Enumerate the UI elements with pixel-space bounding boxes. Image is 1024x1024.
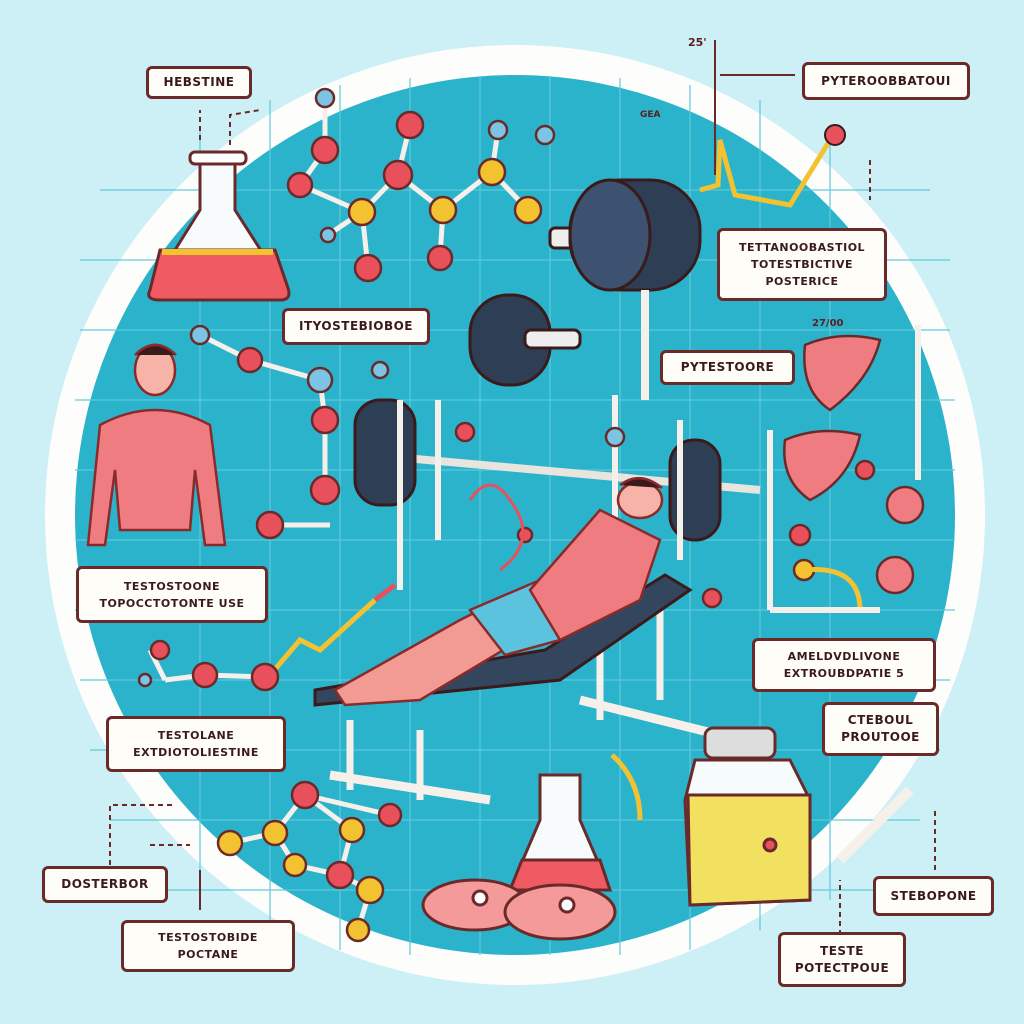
label-text: TESTE [820,943,864,958]
label-text: ITYOSTEBIOBOE [299,319,413,333]
label-pyteroobbatoui: PYTEROOBBATOUI [802,62,970,100]
label-text: HEBSTINE [163,75,235,89]
label-pytestoore: PYTESTOORE [660,350,795,385]
label-text: PYTESTOORE [680,360,775,374]
molecule-left [137,324,723,692]
label-stebopone: STEBOPONE [873,876,994,916]
label-text: DOSTERBOR [61,877,149,891]
red-arrow [373,583,397,602]
label-text: POSTERICE [765,275,839,288]
label-dosterbor: DOSTERBOR [42,866,168,903]
label-text: TETTANOOBASTIOL [738,241,866,254]
barbell [353,395,761,590]
label-text: EXTROUBDPATIE 5 [783,667,905,680]
yellow-curved-arrow [610,753,643,821]
label-cteboul: CTEBOUL PROUTOOE [822,702,939,756]
annotation-ratio: 27/00 [812,318,844,329]
standing-man [86,343,227,547]
label-text: TESTOLANE [157,729,235,742]
label-text: TOPOCCTOTONTE USE [99,596,245,610]
label-hebstine: HEBSTINE [146,66,252,99]
organs-right [767,325,925,613]
label-tettanoobastiol: TETTANOOBASTIOL TOTESTBICTIVE POSTERICE [717,228,887,301]
flask-bottom-icon [507,773,613,892]
label-ityostebioboe: ITYOSTEBIOBOE [282,308,430,345]
label-text: CTEBOUL [847,713,914,727]
label-text: POCTANE [177,948,239,961]
label-text: PROUTOOE [841,730,920,744]
reclining-man [333,477,664,707]
test-tube [836,786,914,864]
label-text: POTECTPOUE [794,960,890,975]
weight-plate-middle [468,293,582,387]
label-testostobide: TESTOSTOBIDE POCTANE [121,920,295,972]
label-text: PYTEROOBBATOUI [821,73,951,88]
connector-lines [109,40,936,935]
label-text: AMELDVDLIVONE [787,650,901,663]
bottle-icon [683,726,812,907]
petri-dishes [421,878,617,941]
label-testostoone: TESTOSTOONE TOPOCCTOTONTE USE [76,566,268,623]
red-curve [468,483,525,572]
label-testolane: TESTOLANE EXTDIOTOLIESTINE [106,716,286,772]
label-text: TESTOSTOONE [123,579,221,593]
molecule-bottom [216,780,403,943]
label-text: TESTOSTOBIDE [158,931,258,944]
weight-plate-top [548,124,846,400]
label-text: TOTESTBICTIVE [751,258,853,271]
flask-icon [147,150,291,302]
label-text: STEBOPONE [890,888,977,903]
annotation-top: 25' [688,36,707,49]
molecule-top [286,87,556,283]
annotation-gea: GEA [640,110,661,120]
label-teste: TESTE POTECTPOUE [778,932,906,987]
label-text: EXTDIOTOLIESTINE [133,746,259,759]
label-ameldvdlivone: AMELDVDLIVONE EXTROUBDPATIE 5 [752,638,936,692]
